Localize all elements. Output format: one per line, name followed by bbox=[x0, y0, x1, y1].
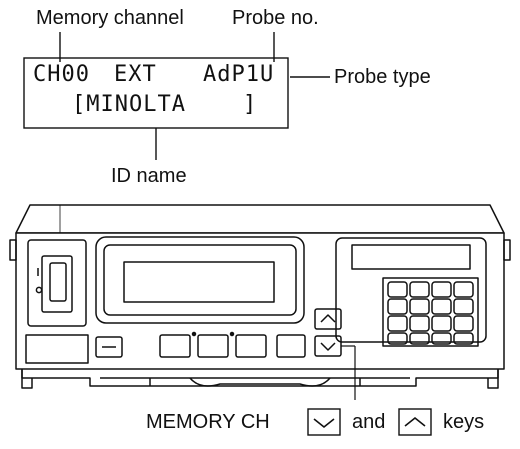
button-3 bbox=[197, 334, 229, 358]
left-foot bbox=[21, 369, 33, 389]
instrument-body bbox=[9, 204, 511, 400]
keys-caption: keys bbox=[443, 411, 485, 433]
lcd-probe-text: AdP1U bbox=[203, 62, 275, 87]
lcd-frame bbox=[23, 57, 289, 129]
memory-ch-caption: MEMORY CH bbox=[146, 411, 270, 433]
lcd-channel-text: CH00 bbox=[33, 62, 90, 87]
keypad-panel bbox=[335, 237, 487, 343]
keypad-keys bbox=[387, 281, 474, 345]
chevron-down-icon bbox=[307, 408, 341, 436]
power-switch-panel bbox=[27, 239, 87, 327]
lcd-id-text: [MINOLTA ] bbox=[72, 92, 258, 117]
memory-ch-up-key bbox=[314, 308, 342, 330]
button-2 bbox=[159, 334, 191, 358]
button-5 bbox=[276, 334, 306, 358]
right-foot bbox=[487, 369, 499, 389]
display-bezel bbox=[95, 236, 305, 324]
base-rail bbox=[21, 369, 499, 387]
id-name-label: ID name bbox=[111, 165, 187, 187]
and-caption: and bbox=[352, 411, 386, 433]
button-1 bbox=[95, 336, 123, 358]
button-4 bbox=[235, 334, 267, 358]
memory-channel-label: Memory channel bbox=[36, 7, 184, 29]
chevron-up-icon bbox=[398, 408, 432, 436]
lcd-ext-text: EXT bbox=[114, 62, 157, 87]
display-window bbox=[123, 261, 275, 303]
probe-no-label: Probe no. bbox=[232, 7, 319, 29]
probe-type-label: Probe type bbox=[334, 66, 431, 88]
